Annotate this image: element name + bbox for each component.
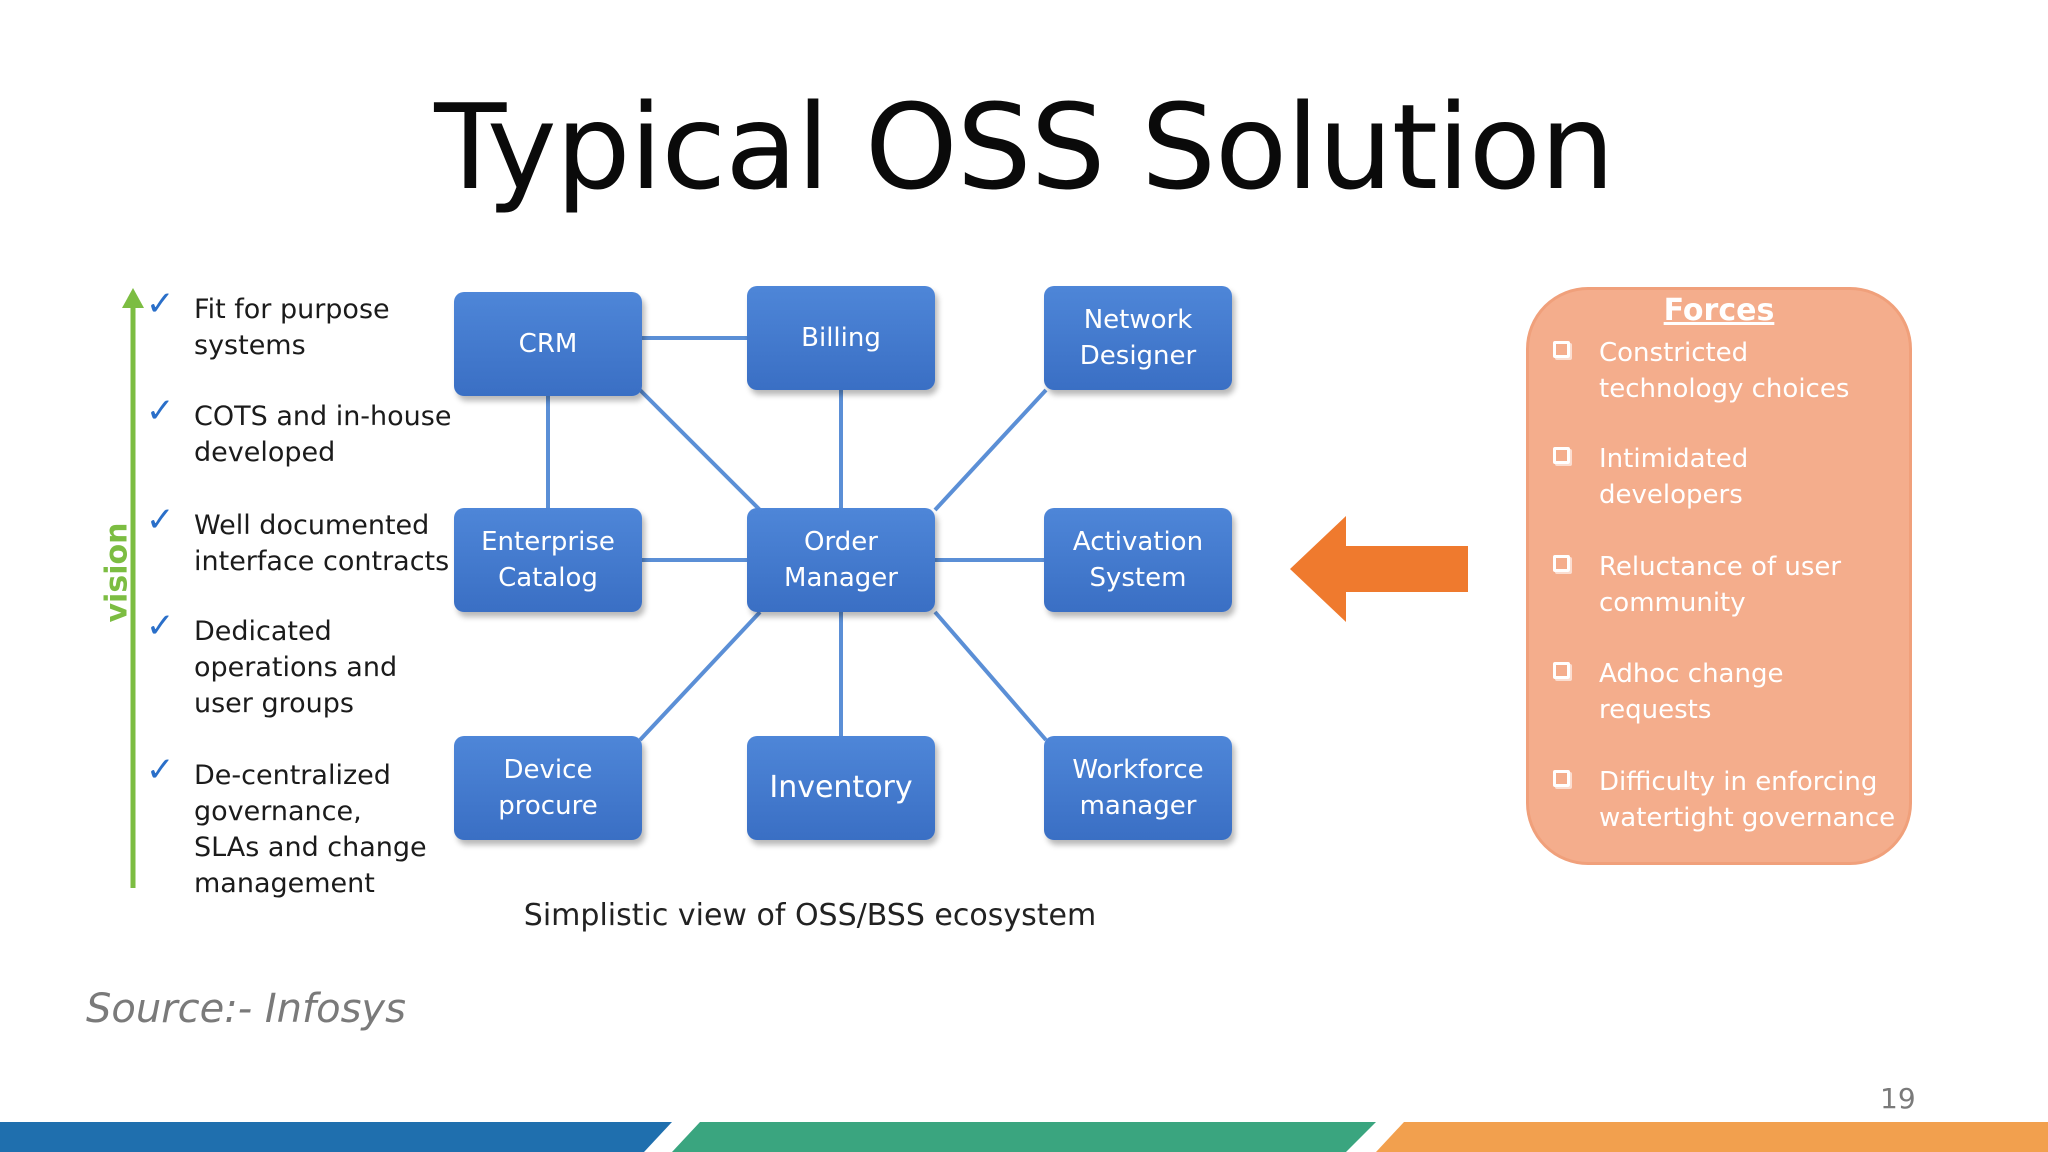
- force-item-text: Adhoc change requests: [1599, 659, 1784, 725]
- connector-crm-order-manager: [638, 388, 762, 512]
- node-enterprise-catalog: Enterprise Catalog: [454, 508, 642, 612]
- connector-network-designer-order-manager: [933, 388, 1048, 512]
- left-arrow-icon: [1290, 516, 1468, 622]
- node-order-manager: Order Manager: [747, 508, 935, 612]
- forces-panel: Forces Constricted technology choices In…: [1526, 287, 1912, 865]
- vision-item-text: Dedicated operations and user groups: [194, 616, 398, 719]
- checkbox-icon: [1553, 341, 1570, 358]
- checkbox-icon: [1553, 447, 1570, 464]
- force-item-text: Constricted technology choices: [1599, 338, 1850, 404]
- force-item-text: Intimidated developers: [1599, 444, 1749, 510]
- node-activation-system: Activation System: [1044, 508, 1232, 612]
- force-item-text: Reluctance of user community: [1599, 552, 1842, 618]
- connector-order-manager-workforce-manager: [933, 610, 1048, 742]
- node-workforce-manager: Workforce manager: [1044, 736, 1232, 840]
- footer-segment-blue: [0, 1122, 672, 1152]
- check-icon: ✓: [146, 606, 175, 646]
- node-inventory: Inventory: [747, 736, 935, 840]
- footer-segment-green: [672, 1122, 1376, 1152]
- check-icon: ✓: [146, 284, 175, 324]
- checkbox-icon: [1553, 662, 1570, 679]
- checkbox-icon: [1553, 770, 1570, 787]
- connector-order-manager-device-procure: [638, 610, 762, 742]
- checkbox-icon: [1553, 555, 1570, 572]
- node-network-designer: Network Designer: [1044, 286, 1232, 390]
- forces-title: Forces: [1663, 293, 1775, 328]
- force-item-text: Difficulty in enforcing watertight gover…: [1599, 767, 1896, 833]
- vision-item-text: Well documented interface contracts: [194, 510, 450, 577]
- vision-item-text: De-centralized governance, SLAs and chan…: [194, 760, 427, 899]
- check-icon: ✓: [146, 750, 175, 790]
- slide-title: Typical OSS Solution: [434, 78, 1615, 216]
- node-device-procure: Device procure: [454, 736, 642, 840]
- footer-band: [0, 1122, 2048, 1152]
- node-billing: Billing: [747, 286, 935, 390]
- footer-segment-orange: [1376, 1122, 2048, 1152]
- vision-item-text: Fit for purpose systems: [194, 294, 390, 361]
- node-crm: CRM: [454, 292, 642, 396]
- diagram-caption: Simplistic view of OSS/BSS ecosystem: [523, 898, 1097, 933]
- check-icon: ✓: [146, 391, 175, 431]
- page-number: 19: [1880, 1082, 1916, 1115]
- vision-item-text: COTS and in-house developed: [194, 401, 452, 468]
- vision-arrow-icon: [122, 288, 144, 888]
- source-note: Source:- Infosys: [86, 986, 406, 1032]
- check-icon: ✓: [146, 500, 175, 540]
